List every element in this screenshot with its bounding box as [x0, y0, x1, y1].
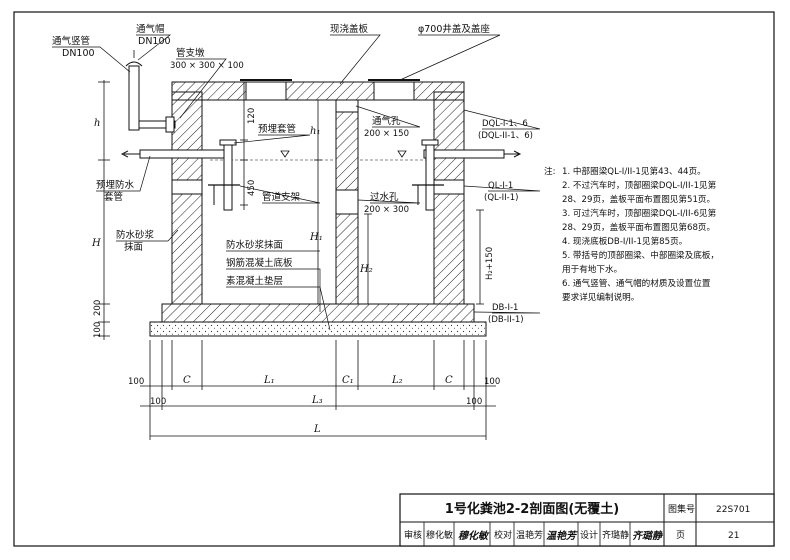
label-vent-hole: 通气孔	[372, 115, 401, 127]
horizontal-dimension-text: 100 C L₁ C₁ L₂ C 100 100 L₃ 100 L	[128, 375, 500, 435]
label-vent-cap: 通气帽	[136, 23, 165, 35]
right-wall	[433, 91, 465, 305]
label-dql: DQL-I-1、6	[482, 119, 528, 129]
design-label: 设计	[580, 529, 598, 541]
dim-200: 200	[93, 300, 103, 316]
drawing-frame	[13, 11, 775, 547]
dim-L3: L₃	[311, 395, 323, 406]
label-vent-cap-dn: DN100	[138, 36, 171, 47]
label-overflow-hole: 过水孔	[370, 191, 399, 203]
dim-120: 120	[247, 108, 257, 124]
manhole-left	[245, 81, 287, 101]
label-ql: QL-I-1	[488, 181, 513, 191]
note-line: 1. 中部圈梁QL-I/II-1见第43、44页。	[562, 165, 706, 177]
manhole-right	[373, 81, 415, 101]
note-line: 28、29页，盖板平面布置图见第51页。	[562, 193, 715, 205]
note-line: 3. 可过汽车时，顶部圈梁DQL-I/II-6见第	[562, 207, 717, 219]
label-dql-alt: (DQL-II-1、6)	[478, 131, 533, 141]
notes-block: 注: 1. 中部圈梁QL-I/II-1见第43、44页。 2. 不过汽车时，顶部…	[544, 165, 719, 303]
label-ql-alt: (QL-II-1)	[484, 193, 518, 203]
ring-beam-left	[171, 179, 203, 195]
label-pipe-support: 管道支架	[262, 191, 301, 203]
page-label: 页	[676, 530, 685, 541]
leader-lines	[52, 34, 541, 331]
ring-beam-right	[433, 179, 465, 195]
tank-section	[149, 79, 487, 337]
label-cast-cover: 现浇盖板	[330, 23, 369, 35]
note-line: 28、29页，盖板平面布置图见第68页。	[562, 221, 715, 233]
label-sleeve: 预埋套管	[258, 123, 296, 135]
dim-h: h	[94, 118, 100, 129]
note-line: 5. 带括号的顶部圈梁、中部圈梁及底板，	[562, 249, 719, 261]
dim-H2: H₂	[359, 264, 373, 275]
dim-H: H	[91, 238, 101, 249]
drawing-title: 1号化粪池2-2剖面图(无覆土)	[445, 501, 619, 517]
pipework	[120, 50, 522, 211]
review-signature: 穆化敏	[458, 530, 490, 542]
dim-100-left: 100	[128, 377, 144, 387]
note-line: 2. 不过汽车时，顶部圈梁DQL-I/II-1见第	[562, 179, 717, 191]
note-line: 用于有地下水。	[562, 263, 622, 275]
label-waterproof-sleeve-1: 预埋防水	[96, 179, 135, 191]
dim-100-left-2: 100	[150, 397, 166, 407]
dim-100-right: 100	[484, 377, 500, 387]
note-line: 要求详见编制说明。	[562, 291, 639, 303]
label-plain-concrete: 素混凝土垫层	[226, 275, 283, 287]
label-db-alt: (DB-II-1)	[488, 315, 524, 325]
top-cover-slab	[171, 81, 465, 101]
label-db: DB-I-1	[492, 303, 518, 313]
dim-450: 450	[247, 180, 257, 196]
dim-C-left: C	[183, 375, 191, 386]
atlas-label: 图集号	[668, 503, 695, 515]
review-label: 审核	[404, 529, 422, 541]
label-rc-slab: 钢筋混凝土底板	[226, 257, 293, 269]
page-number: 21	[728, 531, 739, 541]
label-waterproof-sleeve-2: 套管	[104, 191, 123, 203]
cushion-layer	[149, 321, 487, 337]
dim-h1: h₁	[310, 126, 320, 137]
water-level-right	[360, 150, 432, 161]
label-manhole: φ700井盖及盖座	[418, 23, 490, 35]
label-pipe-pier: 管支墩	[176, 47, 205, 59]
check-name: 温艳芳	[516, 529, 543, 541]
label-vent-riser: 通气竖管	[52, 35, 90, 47]
horizontal-dimensions	[140, 340, 496, 440]
check-label: 校对	[494, 529, 512, 541]
vent-hole	[335, 99, 359, 113]
dim-H1: H₁	[309, 232, 323, 243]
label-vent-hole-size: 200 × 150	[364, 129, 409, 139]
label-waterproof-mortar-1: 防水砂浆	[116, 229, 155, 241]
dim-L1: L₁	[263, 375, 275, 386]
note-line: 4. 现浇底板DB-I/II-1见第85页。	[562, 235, 687, 247]
label-vent-riser-dn: DN100	[62, 48, 95, 59]
label-overflow-hole-size: 200 × 300	[364, 205, 409, 215]
label-waterproof-mortar-2: 抹面	[124, 241, 143, 253]
note-line: 6. 通气竖管、通气帽的材质及设置位置	[562, 277, 711, 289]
dim-100-right-2: 100	[466, 397, 482, 407]
atlas-number: 22S701	[716, 505, 750, 515]
dim-C1: C₁	[342, 375, 354, 386]
dim-C-right: C	[445, 375, 453, 386]
vertical-dimensions	[98, 80, 484, 340]
dim-100: 100	[93, 322, 103, 338]
label-pipe-pier-size: 300 × 300 × 100	[170, 61, 244, 71]
overflow-hole	[335, 189, 359, 215]
review-name: 穆化敏	[426, 529, 453, 541]
notes-heading: 注:	[544, 165, 556, 177]
dim-H2-150: H₂+150	[485, 247, 495, 280]
vertical-dimension-text: h H 200 100 120 450 h₁ H₁ H₂ H₂+150	[91, 108, 495, 338]
design-name: 齐璐静	[602, 529, 629, 541]
left-wall	[171, 91, 203, 305]
dim-L: L	[313, 424, 321, 435]
design-signature: 齐璐静	[632, 530, 663, 542]
check-signature: 温艳芳	[546, 530, 578, 542]
label-plaster: 防水砂浆抹面	[226, 239, 283, 251]
annotation-labels: 通气竖管 DN100 通气帽 DN100 管支墩 300 × 300 × 100…	[52, 23, 533, 325]
dim-L2: L₂	[391, 375, 403, 386]
bottom-slab	[161, 303, 475, 323]
title-block: 1号化粪池2-2剖面图(无覆土) 图集号 22S701 页 21 审核 穆化敏 …	[399, 493, 775, 547]
